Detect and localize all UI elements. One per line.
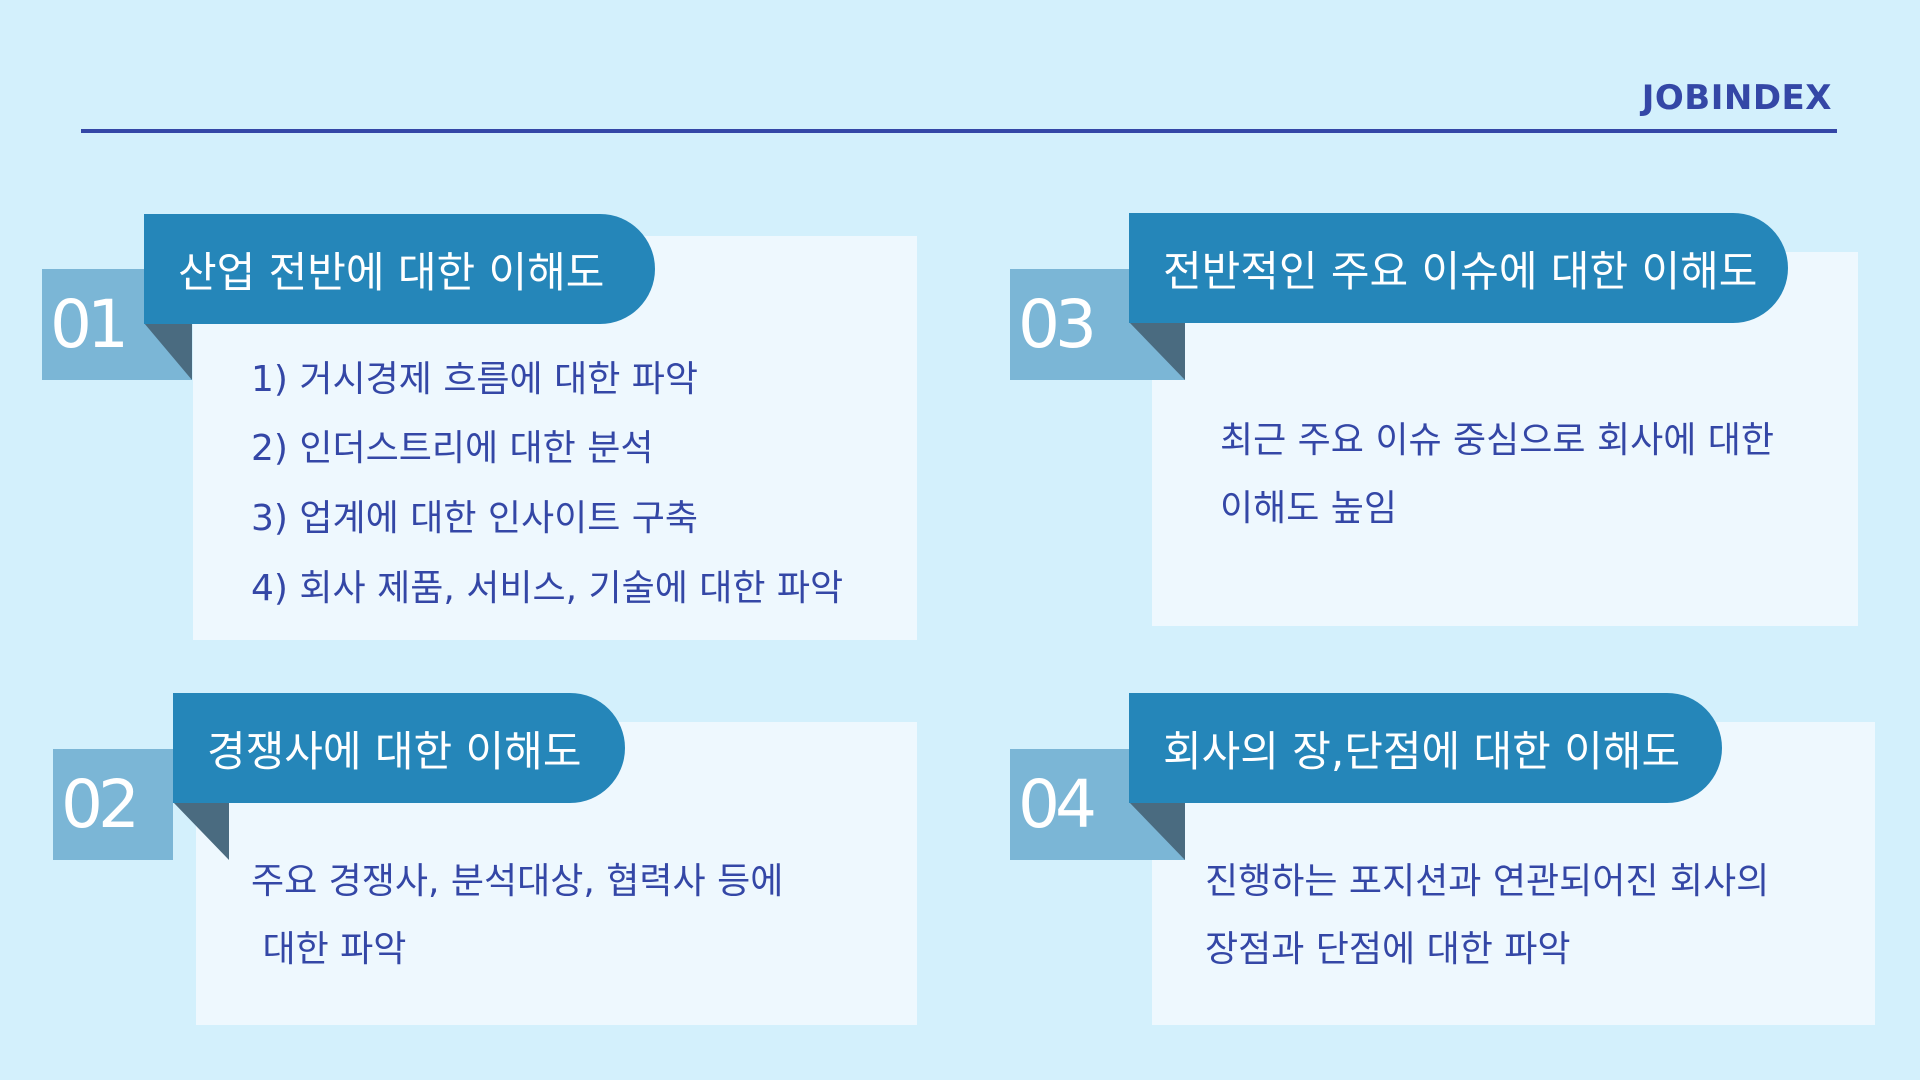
card-line: 대한 파악: [251, 929, 407, 970]
fold-shadow-icon: [173, 802, 229, 860]
card-line: 2) 인더스트리에 대한 분석: [251, 428, 654, 469]
card-line: 1) 거시경제 흐름에 대한 파악: [251, 359, 699, 400]
brand-logo-text: JOBINDEX: [1641, 78, 1832, 118]
card-line: 장점과 단점에 대한 파악: [1205, 929, 1571, 970]
card-number: 02: [53, 749, 173, 860]
card-line: 진행하는 포지션과 연관되어진 회사의: [1205, 861, 1770, 902]
card-title: 회사의 장,단점에 대한 이해도: [1129, 693, 1722, 803]
fold-shadow-icon: [1129, 802, 1185, 860]
card-line: 이해도 높임: [1220, 488, 1398, 529]
fold-shadow-icon: [1129, 322, 1185, 380]
card-line: 3) 업계에 대한 인사이트 구축: [251, 498, 699, 539]
card-title: 경쟁사에 대한 이해도: [173, 693, 625, 803]
card-line: 4) 회사 제품, 서비스, 기술에 대한 파악: [251, 568, 844, 609]
card-line: 주요 경쟁사, 분석대상, 협력사 등에: [251, 861, 784, 902]
header-divider: [81, 129, 1837, 133]
fold-shadow-icon: [144, 323, 192, 380]
card-title: 전반적인 주요 이슈에 대한 이해도: [1129, 213, 1788, 323]
card-line: 최근 주요 이슈 중심으로 회사에 대한: [1220, 420, 1775, 461]
card-title: 산업 전반에 대한 이해도: [144, 214, 655, 324]
